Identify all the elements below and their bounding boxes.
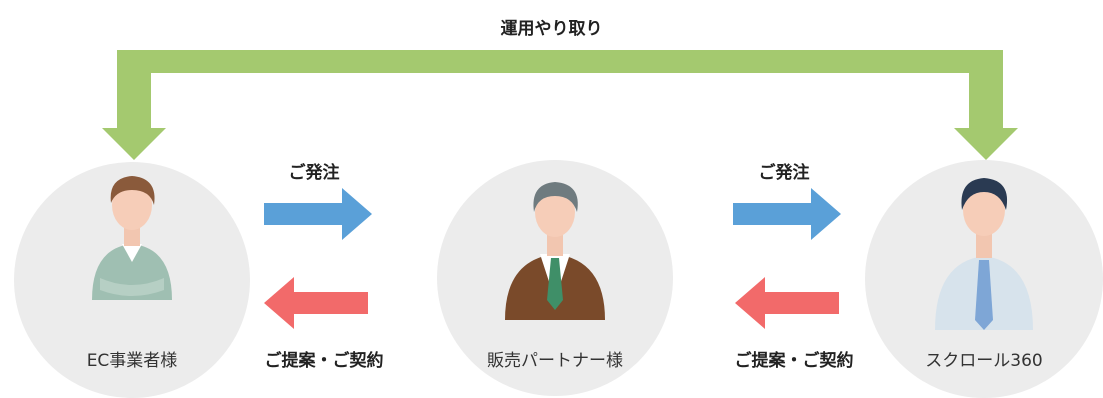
proposal-label-1: ご提案・ご契約 bbox=[264, 351, 384, 371]
feedback-loop-path bbox=[102, 50, 1018, 160]
order-arrow-2 bbox=[733, 188, 841, 240]
order-arrow-1 bbox=[264, 188, 372, 240]
sales-partner-name: 販売パートナー様 bbox=[487, 351, 623, 371]
order-label-2: ご発注 bbox=[758, 163, 810, 183]
sales-partner-person-icon bbox=[505, 182, 605, 320]
proposal-label-2: ご提案・ご契約 bbox=[734, 351, 854, 371]
scroll360-person-icon bbox=[935, 178, 1033, 330]
proposal-arrow-2 bbox=[735, 277, 839, 329]
ec-business-name: EC事業者様 bbox=[86, 351, 178, 371]
scroll360-name: スクロール360 bbox=[925, 351, 1043, 371]
proposal-arrow-1 bbox=[264, 277, 368, 329]
order-label-1: ご発注 bbox=[288, 163, 340, 183]
operation-exchange-label: 運用やり取り bbox=[500, 19, 603, 39]
ec-business-person-icon bbox=[92, 176, 172, 300]
